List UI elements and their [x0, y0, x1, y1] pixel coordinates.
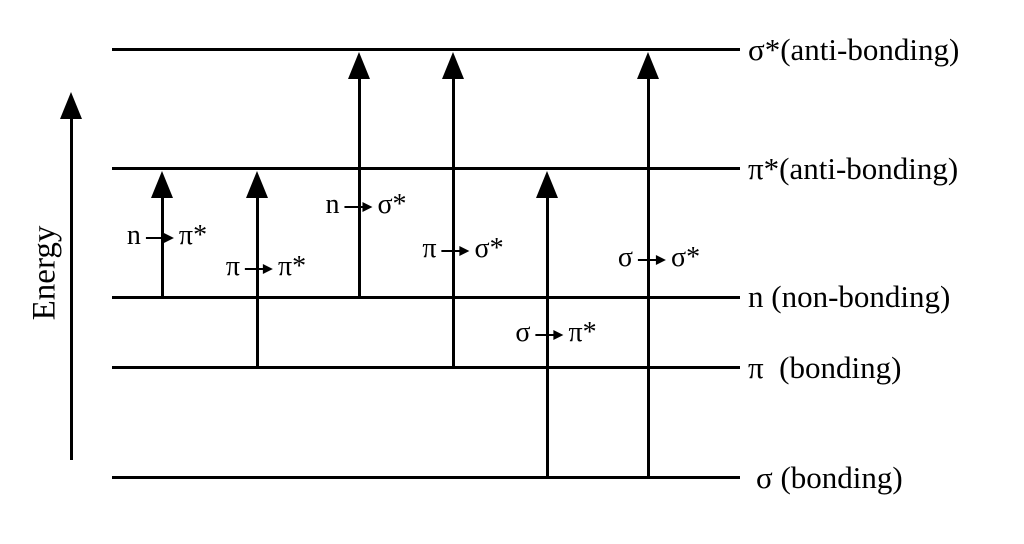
- transition-arrow-n-pi-star: [151, 171, 173, 297]
- level-line-sigma: [112, 476, 740, 479]
- up-arrowhead-icon: [60, 92, 82, 119]
- energy-axis-arrow: [60, 92, 82, 460]
- energy-axis-line: [69, 106, 73, 460]
- level-label-n: n (non-bonding): [748, 278, 951, 314]
- right-arrow-icon: [638, 254, 666, 266]
- level-label-pi-star: π*(anti-bonding): [748, 150, 959, 186]
- energy-axis-label: Energy: [26, 225, 63, 321]
- transition-label-n-sigma-star: n σ*: [325, 189, 407, 220]
- transition-arrow-pi-pi-star: [246, 171, 268, 367]
- transition-label-pi-sigma-star: π σ*: [422, 233, 504, 264]
- level-line-pi: [112, 366, 740, 369]
- up-arrowhead-icon: [637, 52, 659, 79]
- transition-label-sigma-sigma-star: σ σ*: [617, 242, 701, 273]
- up-arrowhead-icon: [348, 52, 370, 79]
- up-arrowhead-icon: [246, 171, 268, 198]
- transition-arrow-n-sigma-star: [348, 52, 370, 297]
- level-line-sigma-star: [112, 48, 740, 51]
- level-label-sigma-star: σ*(anti-bonding): [748, 31, 960, 67]
- transition-arrow-sigma-sigma-star: [637, 52, 659, 477]
- right-arrow-icon: [245, 263, 273, 275]
- right-arrow-icon: [535, 329, 564, 341]
- up-arrowhead-icon: [151, 171, 173, 198]
- right-arrow-icon: [441, 245, 470, 257]
- level-line-pi-star: [112, 167, 740, 170]
- up-arrowhead-icon: [442, 52, 464, 79]
- transition-label-pi-pi-star: π π*: [225, 251, 307, 282]
- up-arrowhead-icon: [536, 171, 558, 198]
- level-label-sigma: σ (bonding): [756, 459, 903, 495]
- transition-arrow-pi-sigma-star: [442, 52, 464, 367]
- level-line-n: [112, 296, 740, 299]
- right-arrow-icon: [145, 232, 174, 244]
- transition-label-n-pi-star: n π*: [126, 220, 208, 251]
- transition-label-sigma-pi-star: σ π*: [515, 317, 597, 348]
- level-label-pi: π (bonding): [748, 349, 902, 385]
- transition-arrow-sigma-pi-star: [536, 171, 558, 477]
- right-arrow-icon: [344, 201, 373, 213]
